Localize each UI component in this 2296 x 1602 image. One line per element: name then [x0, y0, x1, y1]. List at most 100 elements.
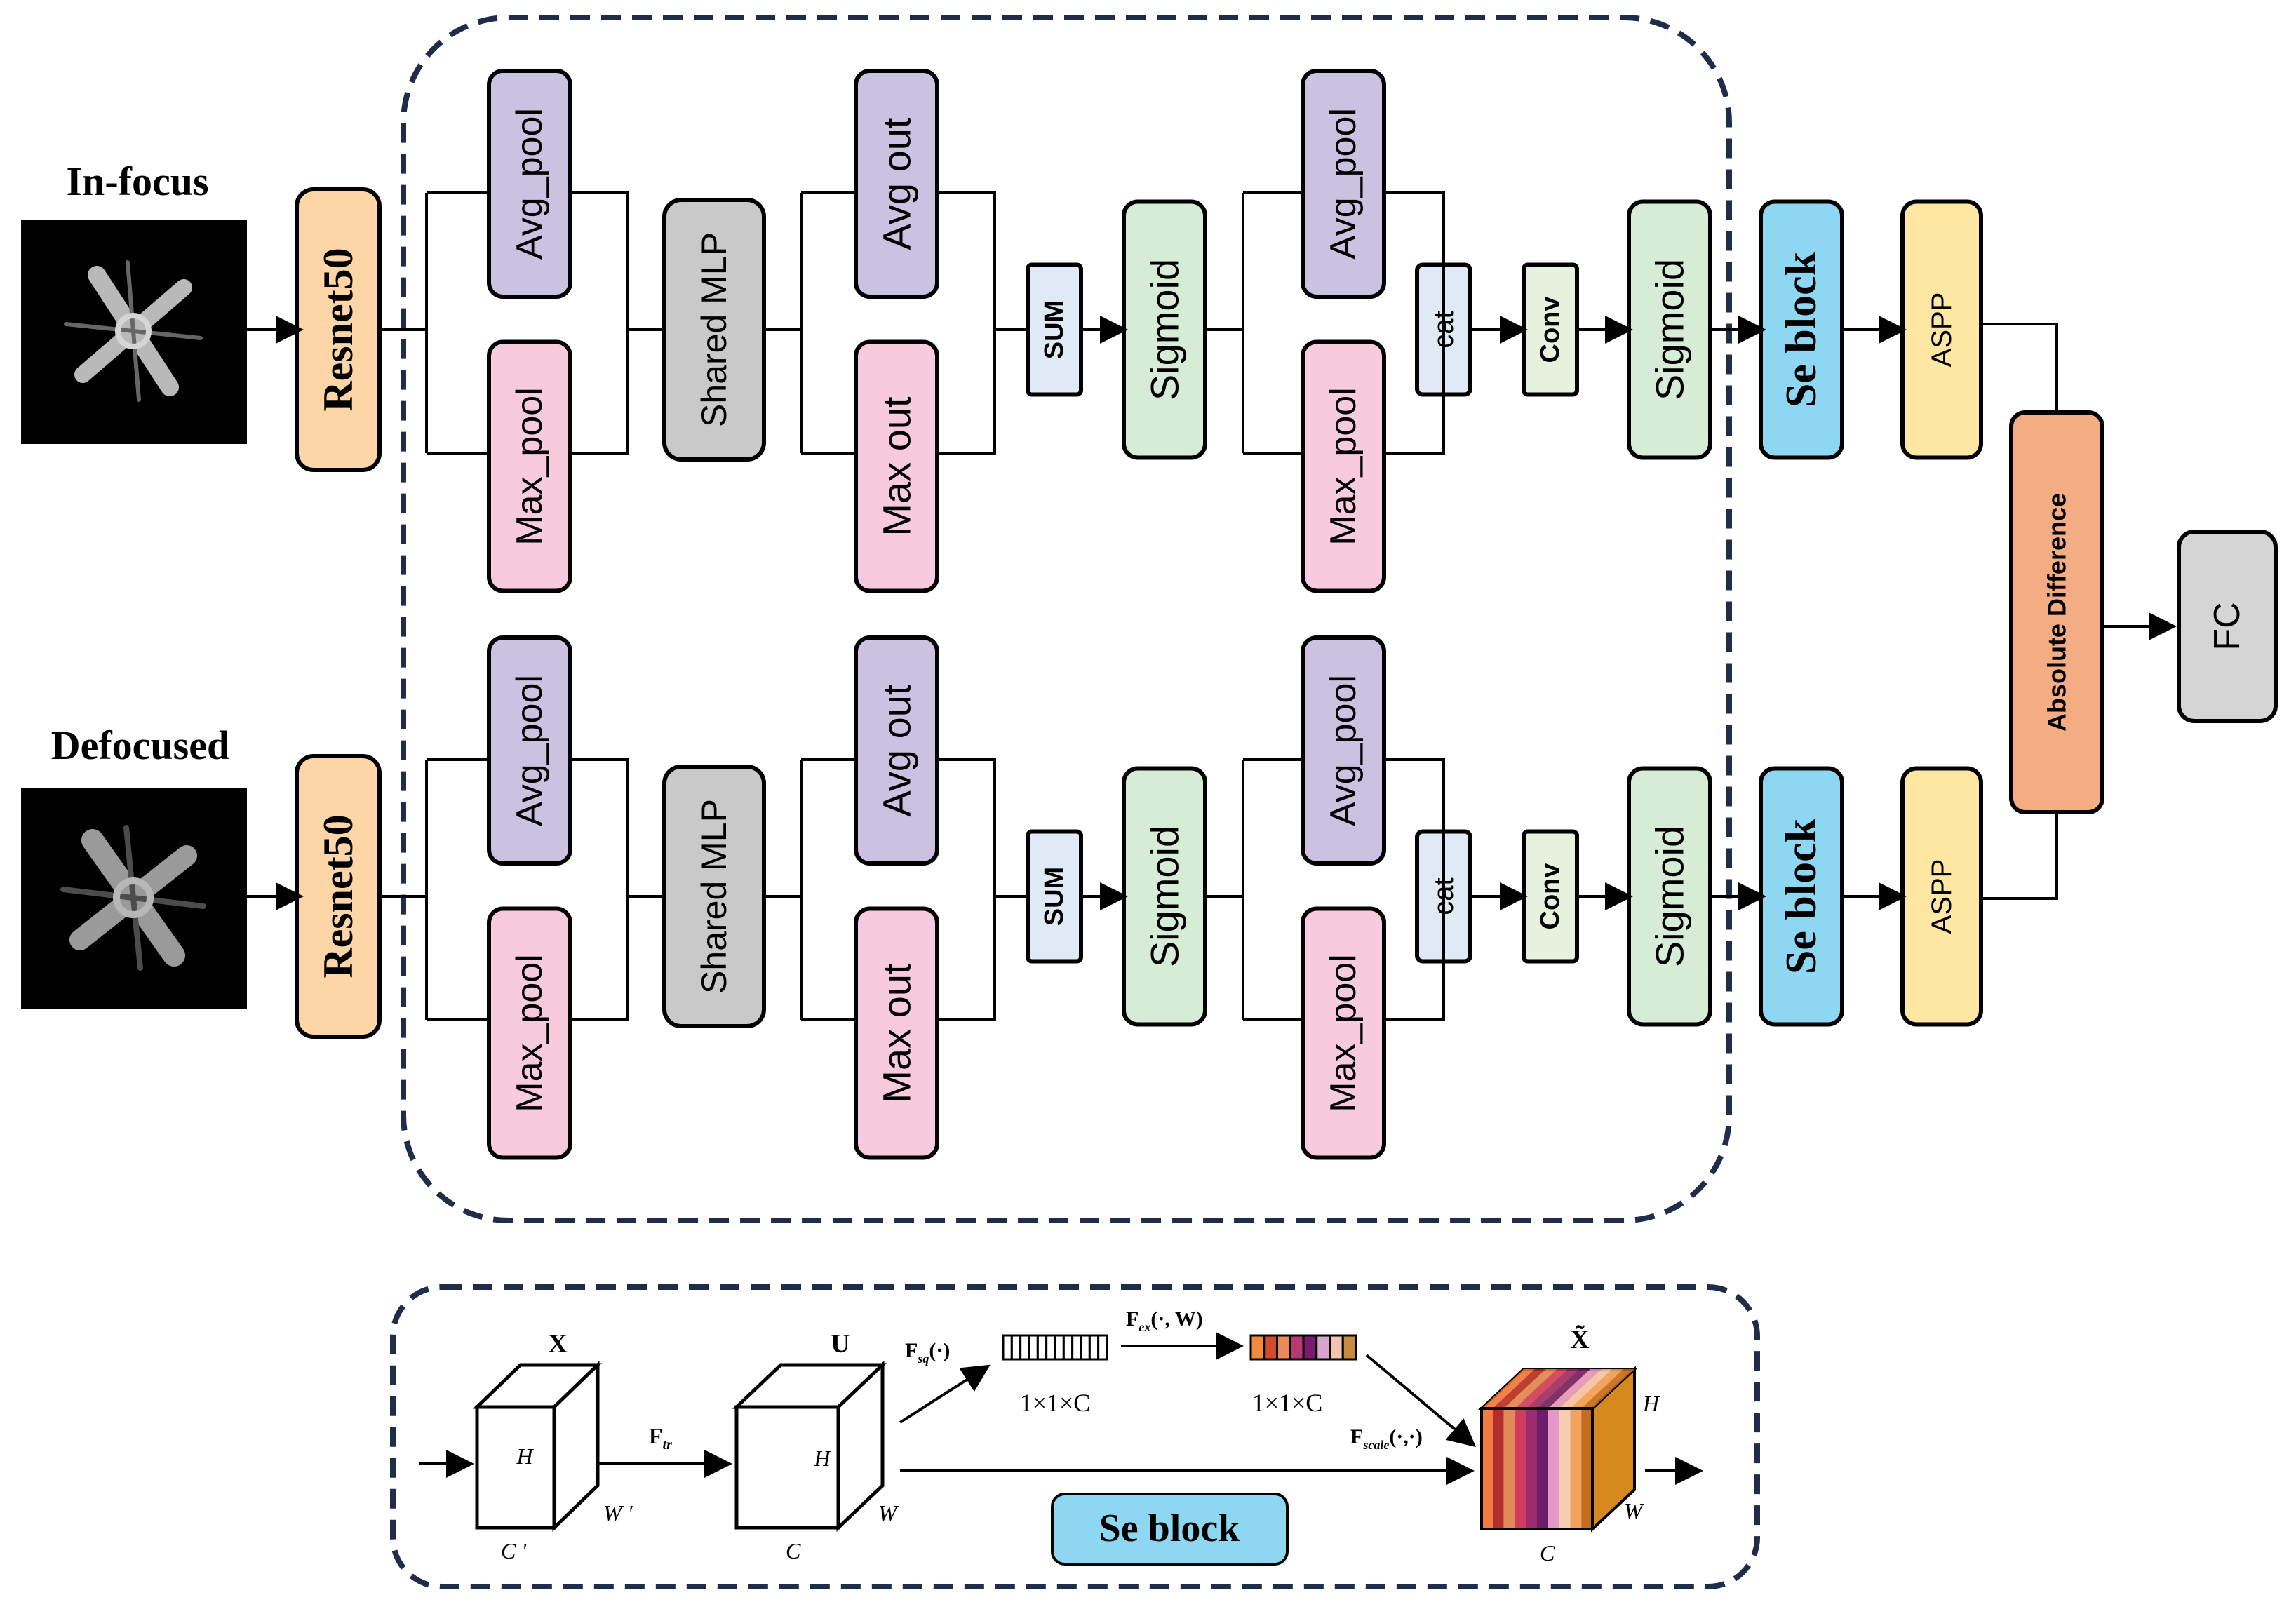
bottom-sigmoid-1-label: Sigmoid	[1143, 826, 1187, 967]
bottom-max-pool-1-label: Max_pool	[509, 954, 550, 1112]
vector-cell	[1276, 1334, 1291, 1361]
bottom-avg-pool-2-label: Avg_pool	[1323, 675, 1364, 826]
top-max-pool-1-label: Max_pool	[509, 387, 550, 545]
input-label-defocused: Defocused	[51, 722, 230, 768]
in-focus-image	[21, 220, 247, 444]
top-sum-label: SUM	[1040, 300, 1069, 359]
cube-stripe	[1548, 1408, 1559, 1529]
top-max-pool-2-label: Max_pool	[1323, 387, 1364, 545]
cube-top-stripe	[1537, 1369, 1590, 1408]
u-h-label: H	[813, 1446, 831, 1471]
dim1-label: 1×1×C	[1020, 1389, 1091, 1417]
se-block-badge	[1051, 1493, 1289, 1566]
u-w-label: W	[878, 1500, 899, 1526]
bottom-aspp-label: ASPP	[1926, 859, 1957, 934]
top-conv-label: Conv	[1536, 297, 1565, 363]
bottom-sigmoid-2-label: Sigmoid	[1648, 826, 1692, 967]
cube-u	[732, 1361, 887, 1532]
bottom-avg-out-label: Avg out	[875, 684, 919, 816]
bottom-aspp-to-absdiff	[1981, 812, 2058, 900]
cube-top-stripe	[1548, 1369, 1602, 1408]
vector-cell	[1045, 1334, 1056, 1361]
x-w-label: W '	[603, 1500, 633, 1526]
top-sigmoid-2-label: Sigmoid	[1648, 259, 1692, 401]
vector-cell	[1036, 1334, 1048, 1361]
vector-cell	[1088, 1334, 1100, 1361]
top-resnet-label: Resnet50	[315, 248, 361, 411]
top-avg-pool-2-box	[1301, 69, 1386, 299]
cube-stripe	[1581, 1408, 1592, 1529]
bottom-max-pool-2-box	[1301, 906, 1386, 1160]
top-max-pool-2-box	[1301, 339, 1386, 593]
ftr-label: Ftr	[649, 1423, 672, 1453]
wires-layer	[247, 191, 2177, 1021]
top-aspp-label: ASPP	[1926, 292, 1957, 368]
bottom-avg-out-box	[854, 635, 939, 866]
cube-top-stripe	[1526, 1369, 1579, 1408]
vector-cell	[1071, 1334, 1082, 1361]
vector-cell	[1341, 1334, 1357, 1361]
attention-module-frame	[401, 15, 1732, 1223]
cube-top-stripe	[1492, 1369, 1546, 1408]
bottom-avg-pool-1-box	[487, 635, 572, 866]
scale-weight-arrow	[1365, 1354, 1477, 1448]
bottom-join3	[1384, 758, 1445, 1021]
cube-x-tilde	[1477, 1366, 1639, 1533]
blocks-layer	[295, 69, 2278, 1160]
bottom-max-pool-2-label: Max_pool	[1323, 954, 1364, 1112]
dim2-label: 1×1×C	[1252, 1389, 1323, 1417]
bottom-conv-label: Conv	[1536, 863, 1565, 930]
bottom-max-out-box	[854, 906, 939, 1160]
vector-cell	[1315, 1334, 1331, 1361]
defocused-image	[21, 788, 247, 1009]
top-se-block-label: Se block	[1778, 251, 1825, 408]
vector-cell	[1002, 1334, 1013, 1361]
top-join2	[937, 191, 996, 455]
bottom-avg-pool-2-box	[1301, 635, 1386, 866]
cube-top-stripe	[1503, 1369, 1557, 1408]
cube-stripe	[1570, 1408, 1582, 1529]
bottom-max-pool-1-box	[487, 906, 572, 1160]
top-avg-pool-1-label: Avg_pool	[509, 108, 550, 260]
vector-cell	[1054, 1334, 1065, 1361]
vector-cell	[1010, 1334, 1022, 1361]
bottom-shared-mlp-label: Shared MLP	[694, 799, 734, 994]
bottom-sum-label: SUM	[1040, 867, 1069, 926]
x-tilde-label: X̃	[1570, 1325, 1589, 1354]
top-join3	[1384, 191, 1445, 455]
top-avg-pool-2-label: Avg_pool	[1323, 108, 1364, 260]
fscale-label: Fscale(·,·)	[1350, 1425, 1423, 1452]
fsq-label: Fsq(·)	[905, 1339, 950, 1366]
cube-stripe	[1537, 1408, 1548, 1529]
vector-cell	[1249, 1334, 1266, 1361]
cube-top-stripe	[1559, 1369, 1613, 1408]
vector-cell	[1302, 1334, 1318, 1361]
cube-top-stripe	[1482, 1369, 1535, 1408]
vector-cell	[1329, 1334, 1344, 1361]
bottom-resnet-label: Resnet50	[315, 814, 361, 978]
excitation-vector	[1249, 1334, 1357, 1361]
bottom-join2	[937, 758, 996, 1021]
vector-cell	[1062, 1334, 1074, 1361]
top-shared-mlp-label: Shared MLP	[694, 232, 734, 427]
absolute-difference-label: Absolute Difference	[2043, 493, 2072, 732]
top-max-out-label: Max out	[875, 396, 919, 537]
vector-cell	[1028, 1334, 1039, 1361]
x-h-label: H	[516, 1443, 534, 1469]
se-block-badge-label: Se block	[1099, 1507, 1241, 1550]
input-label-in-focus: In-focus	[66, 159, 208, 204]
cube-x	[472, 1361, 603, 1532]
u-label: U	[831, 1329, 850, 1359]
cube-top-stripe	[1515, 1369, 1569, 1408]
bottom-se-block-label: Se block	[1778, 818, 1825, 974]
top-avg-out-label: Avg out	[875, 117, 919, 250]
cube-top-stripe	[1581, 1369, 1634, 1408]
cube-front-outline	[1480, 1407, 1594, 1530]
fex-label: Fex(·, W)	[1126, 1307, 1203, 1334]
bottom-cat-label: cat	[1428, 877, 1459, 915]
cube-top-stripe	[1570, 1369, 1624, 1408]
cube-stripe	[1503, 1408, 1515, 1529]
u-c-label: C	[786, 1538, 801, 1563]
